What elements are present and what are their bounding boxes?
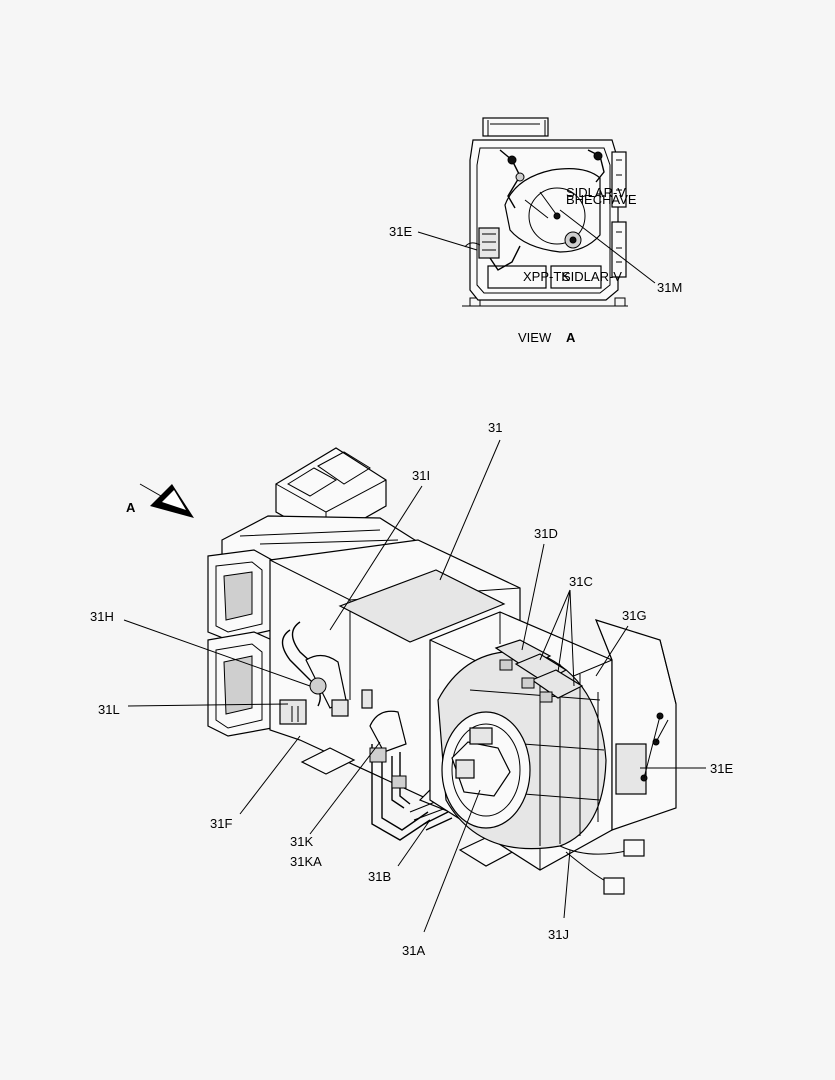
label-31B: 31B <box>368 869 391 884</box>
label-31H: 31H <box>90 609 114 624</box>
view-caption-word: VIEW <box>518 330 552 345</box>
view-arrow-letter: A <box>126 500 136 515</box>
view-caption-letter: A <box>566 330 576 345</box>
heater-unit-assembly <box>207 447 677 895</box>
label-31G: 31G <box>622 608 647 623</box>
leader-lines <box>123 439 706 933</box>
label-31D: 31D <box>534 526 558 541</box>
label-31L: 31L <box>98 702 120 717</box>
svg-text:BHECHAVE: BHECHAVE <box>566 192 637 207</box>
label-31M: 31M <box>657 280 682 295</box>
label-31F: 31F <box>210 816 232 831</box>
label-31KA: 31KA <box>290 854 322 869</box>
label-31J: 31J <box>548 927 569 942</box>
label-31: 31 <box>488 420 502 435</box>
view-arrow: A <box>126 483 194 518</box>
plate-text-left: XPP-TK <box>523 269 570 284</box>
plate-text-right: SIDLAR-V <box>562 269 622 284</box>
label-31K: 31K <box>290 834 313 849</box>
label-31E-view: 31E <box>389 224 412 239</box>
label-31A: 31A <box>402 943 425 958</box>
label-31E: 31E <box>710 761 733 776</box>
label-31C: 31C <box>569 574 593 589</box>
svg-text:SIDLAR-V: SIDLAR-V <box>566 185 626 200</box>
part-labels: 31 31I 31D 31C 31G 31H 31L 31E 31F 31K 3… <box>90 420 733 958</box>
label-31I: 31I <box>412 468 430 483</box>
view-a-detail: XPP-TK SIDLAR-V SIDLAR-V BHECHAVE 31E 31… <box>389 117 682 307</box>
